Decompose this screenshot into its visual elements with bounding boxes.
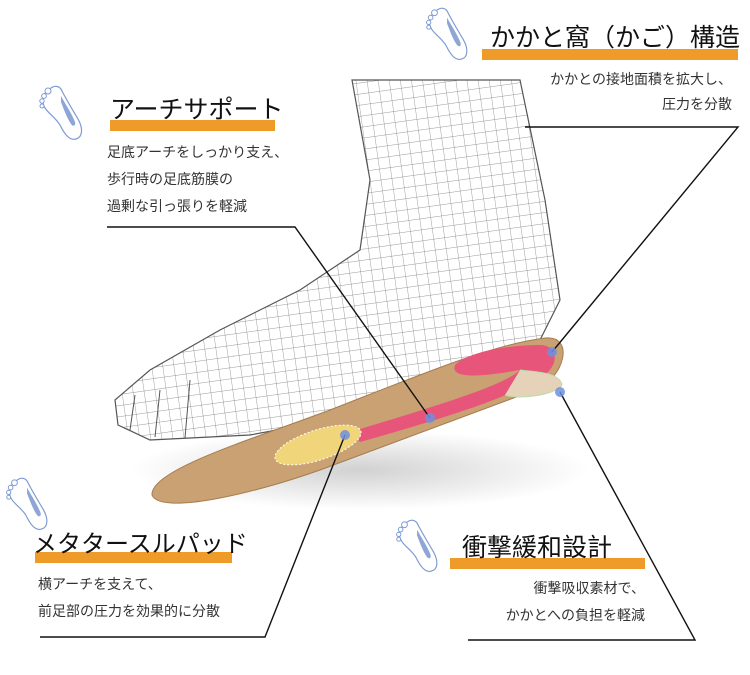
text-line: 足底アーチをしっかり支え、 (107, 145, 289, 161)
text-line: 前足部の圧力を効果的に分散 (38, 604, 220, 620)
heel-cup-description: かかとの接地面積を拡大し、 圧力を分散 (550, 67, 732, 116)
foot-wireframe (114, 79, 561, 441)
arch-support-title: アーチサポート (110, 95, 284, 124)
arch-point (425, 413, 435, 423)
text-line: 衝撃吸収素材で、 (533, 581, 645, 597)
arch-support-description: 足底アーチをしっかり支え、 歩行時の足底筋膜の 過剰な引っ張りを軽減 (107, 140, 288, 221)
title-underline (35, 552, 232, 563)
text-line: かかとへの負担を軽減 (505, 608, 645, 624)
text-line: かかとの接地面積を拡大し、 (550, 72, 732, 88)
foot-sole-icon (39, 85, 83, 140)
leader-lines (40, 126, 740, 641)
insole (151, 337, 564, 504)
metatarsal-point (340, 430, 350, 440)
shock-absorption-title: 衝撃緩和設計 (462, 533, 613, 562)
heel-point (547, 347, 557, 357)
title-underline (450, 558, 645, 569)
foot-sole-icon (395, 519, 438, 573)
foot-sole-icon (425, 7, 468, 61)
heel-cup-title: かかと窩（かご）構造 (490, 23, 741, 52)
metatarsal-pad-title: メタタースルパッド (33, 530, 248, 558)
foot-sole-icon (5, 477, 48, 531)
text-line: 過剰な引っ張りを軽減 (107, 199, 247, 215)
title-underline (110, 120, 275, 131)
text-line: 歩行時の足底筋膜の (107, 172, 233, 188)
title-underline (482, 49, 738, 60)
metatarsal-pad-description: 横アーチを支えて、 前足部の圧力を効果的に分散 (38, 572, 220, 626)
shock-absorption-description: 衝撃吸収素材で、 かかとへの負担を軽減 (506, 576, 645, 630)
text-line: 圧力を分散 (662, 97, 732, 113)
shock-point (555, 387, 565, 397)
text-line: 横アーチを支えて、 (38, 577, 162, 593)
